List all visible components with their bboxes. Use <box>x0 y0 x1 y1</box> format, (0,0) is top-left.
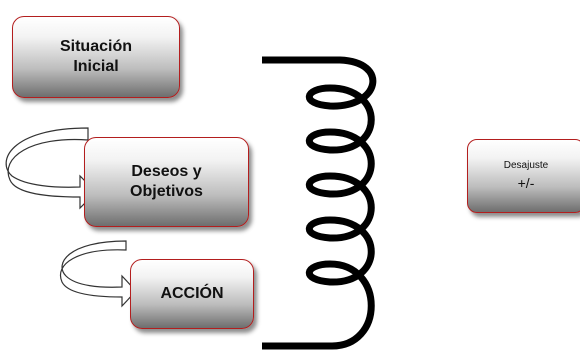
deseos-objetivos-box: Deseos y Objetivos <box>84 137 249 227</box>
deseos-objetivos-label: Deseos y Objetivos <box>130 163 203 200</box>
coil-spring-icon <box>262 56 377 350</box>
situacion-inicial-box: Situación Inicial <box>12 16 180 98</box>
desajuste-value: +/- <box>517 175 535 191</box>
curved-arrow-icon <box>5 127 97 210</box>
curved-arrow-icon <box>59 240 137 308</box>
accion-box: ACCIÓN <box>130 259 254 329</box>
accion-label: ACCIÓN <box>160 285 224 302</box>
desajuste-box: Desajuste +/- <box>467 139 580 213</box>
desajuste-title: Desajuste <box>503 159 549 171</box>
situacion-inicial-label: Situación Inicial <box>59 38 132 75</box>
